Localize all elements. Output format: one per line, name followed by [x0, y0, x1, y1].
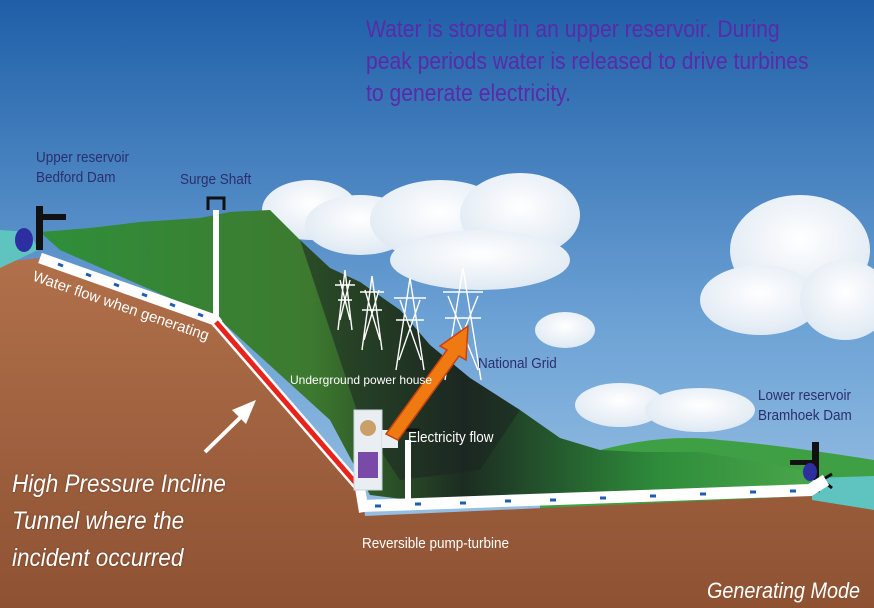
clouds	[262, 173, 874, 432]
electricity-flow-label: Electricity flow	[408, 429, 494, 446]
pylons	[335, 267, 483, 381]
tailrace-tunnel	[361, 474, 830, 512]
incident-callout: High Pressure Incline Tunnel where the i…	[12, 466, 226, 577]
callout-line-2: Tunnel where the	[12, 507, 185, 535]
upper-reservoir-label: Upper reservoir Bedford Dam	[36, 148, 129, 188]
upper-dam-structure	[15, 206, 66, 252]
lower-reservoir-label: Lower reservoir Bramhoek Dam	[758, 386, 852, 426]
flow-dashes	[57, 262, 796, 508]
upper-reservoir-line-1: Upper reservoir	[36, 149, 130, 166]
high-pressure-incline	[214, 320, 362, 490]
surge-shaft-label: Surge Shaft	[180, 171, 252, 188]
ground-cross-section	[0, 258, 874, 608]
headline-line-2: peak periods water is released to drive …	[366, 48, 809, 75]
headline-text: Water is stored in an upper reservoir. D…	[366, 14, 809, 110]
tailrace-shaft	[405, 440, 411, 502]
electricity-flow-arrow	[384, 324, 469, 441]
lower-reservoir-line-2: Bramhoek Dam	[758, 407, 852, 424]
mountain-shadow	[300, 240, 520, 480]
national-grid-label: National Grid	[478, 355, 557, 372]
callout-line-3: incident occurred	[12, 544, 184, 572]
callout-arrow	[203, 400, 256, 454]
headline-line-1: Water is stored in an upper reservoir. D…	[366, 16, 780, 43]
headline-line-3: to generate electricity.	[366, 80, 572, 107]
callout-line-1: High Pressure Incline	[12, 470, 226, 498]
lower-reservoir-line-1: Lower reservoir	[758, 387, 852, 404]
pump-turbine-label: Reversible pump-turbine	[362, 535, 510, 552]
surge-shaft	[206, 196, 226, 320]
incline-bottom	[355, 487, 369, 513]
upper-reservoir-line-2: Bedford Dam	[36, 169, 116, 186]
power-house-label: Underground power house	[290, 373, 433, 387]
mode-label: Generating Mode	[707, 578, 860, 603]
